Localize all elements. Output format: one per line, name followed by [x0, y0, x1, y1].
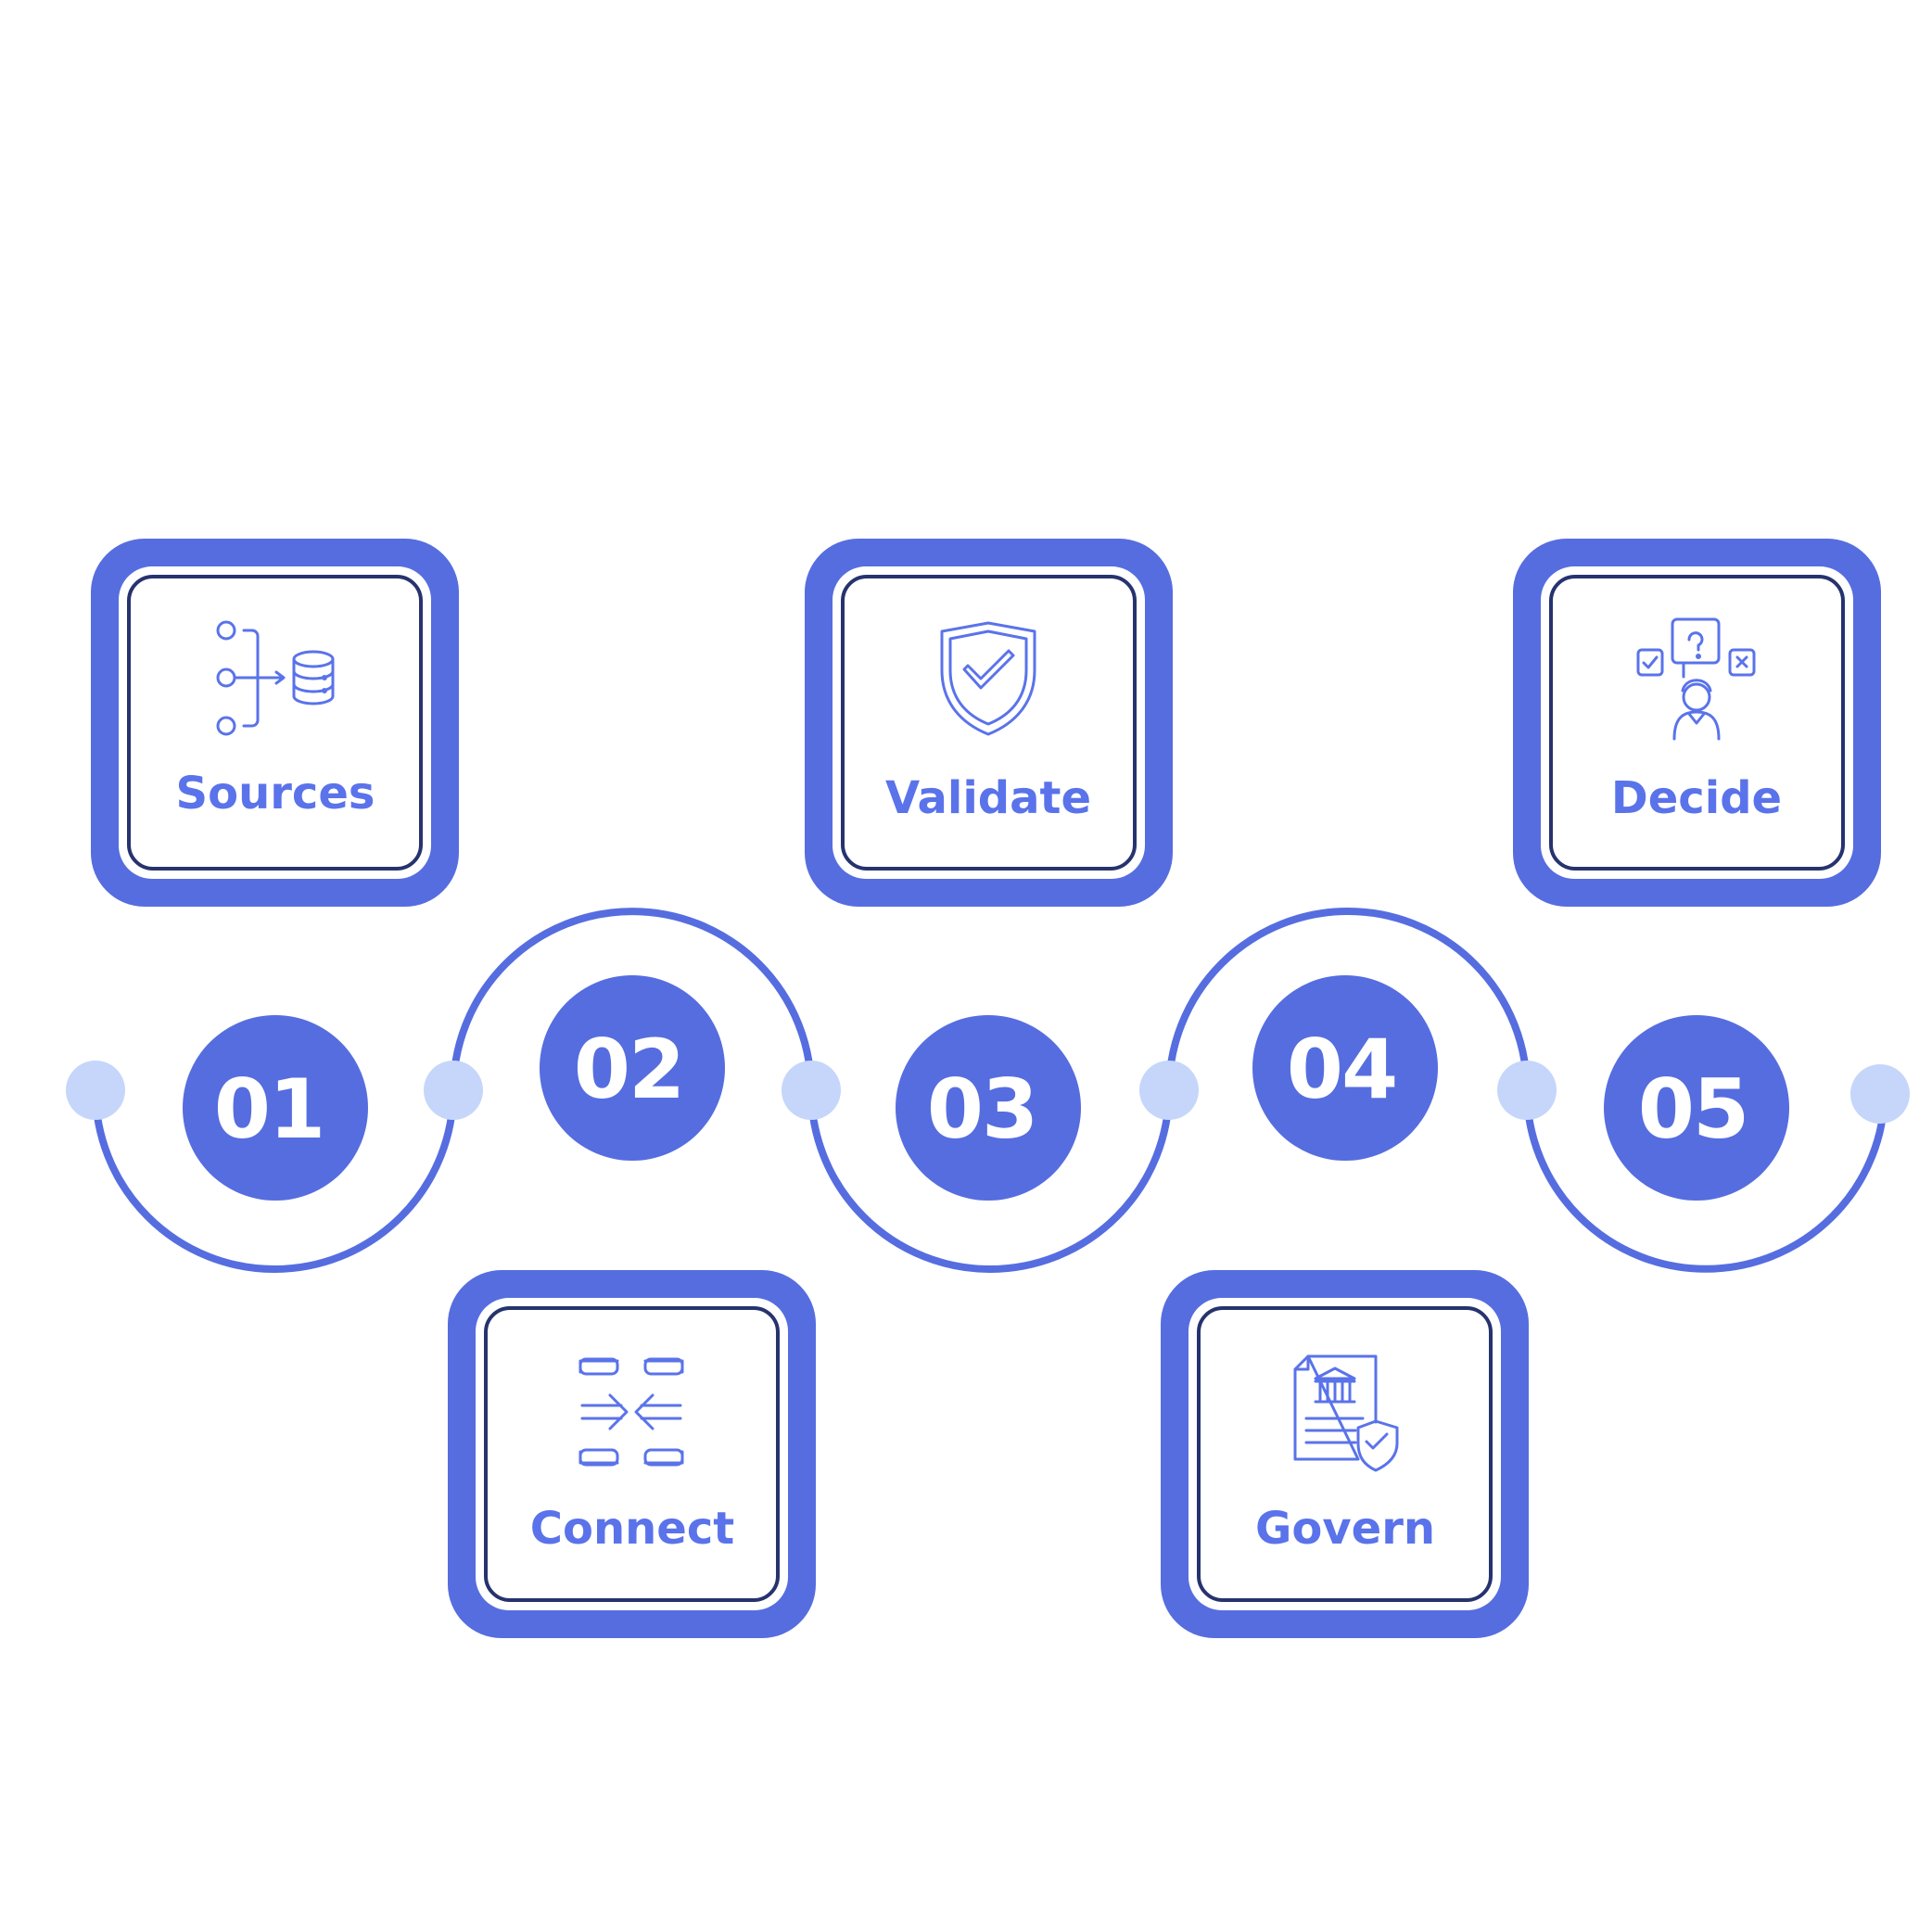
number-circle — [896, 1015, 1081, 1201]
data-sources-database-icon — [216, 620, 335, 736]
step-number-01: 01 — [183, 1015, 368, 1201]
card-inner-frame — [484, 1306, 780, 1602]
step-card-govern: Govern — [1161, 1270, 1529, 1638]
step-card-connect: Connect — [448, 1270, 816, 1638]
connector-dot — [782, 1061, 841, 1120]
connector-dot — [1850, 1064, 1910, 1124]
step-number-text: 02 — [574, 1022, 683, 1117]
step-label: Connect — [530, 1503, 735, 1555]
shield-check-icon — [940, 621, 1036, 736]
number-circle — [540, 975, 725, 1161]
step-label: Govern — [1255, 1503, 1435, 1555]
number-circle — [1252, 975, 1438, 1161]
card-inner-frame — [1197, 1306, 1493, 1602]
number-circle — [183, 1015, 368, 1201]
connector-dots — [66, 1061, 1910, 1124]
step-number-04: 04 — [1252, 975, 1438, 1161]
step-label: Sources — [176, 768, 375, 820]
step-number-text: 01 — [214, 1061, 324, 1157]
document-bank-shield-icon — [1293, 1354, 1399, 1472]
step-number-02: 02 — [540, 975, 725, 1161]
step-number-text: 03 — [927, 1061, 1036, 1157]
connector-dot — [66, 1061, 125, 1120]
step-number-03: 03 — [896, 1015, 1081, 1201]
number-circle — [1604, 1015, 1789, 1201]
connector-dot — [1497, 1061, 1557, 1120]
step-card-decide: Decide — [1513, 539, 1881, 907]
step-label: Validate — [885, 772, 1091, 824]
step-number-05: 05 — [1604, 1015, 1789, 1201]
step-card-validate: Validate — [805, 539, 1173, 907]
step-card-sources: Sources — [91, 539, 459, 907]
connector-dot — [424, 1061, 483, 1120]
step-number-text: 04 — [1287, 1022, 1396, 1117]
person-decision-question-icon — [1636, 617, 1756, 741]
wave-connector — [92, 908, 1888, 1273]
step-number-text: 05 — [1638, 1061, 1748, 1157]
connector-dot — [1139, 1061, 1199, 1120]
arrows-converge-frame-icon — [578, 1357, 684, 1467]
step-label: Decide — [1611, 772, 1782, 824]
card-inner-frame — [127, 575, 423, 871]
